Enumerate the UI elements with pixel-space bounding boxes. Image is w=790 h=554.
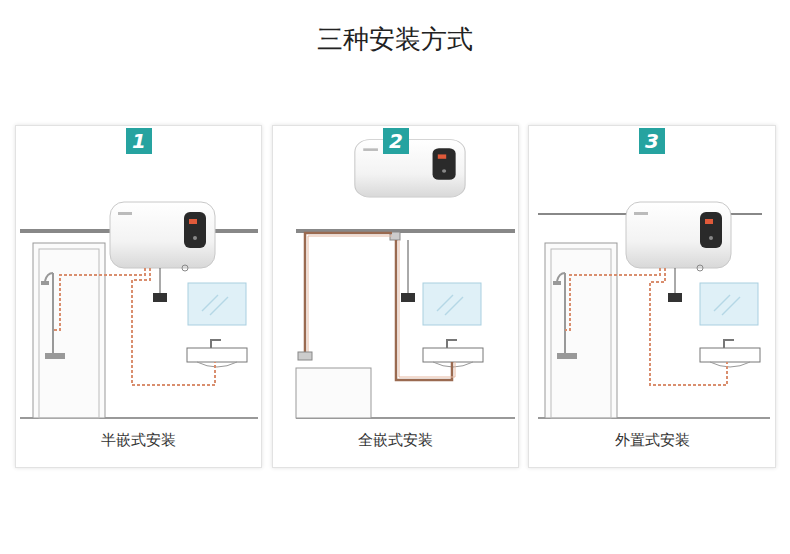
badge-number: 2 xyxy=(389,129,403,153)
page-title: 三种安装方式 xyxy=(0,22,790,57)
badge-number: 3 xyxy=(645,129,659,153)
panel-caption: 全嵌式安装 xyxy=(273,431,518,450)
callout-number: 2 xyxy=(383,128,409,154)
install-panel: 外置式安装 3 xyxy=(528,125,776,468)
badge-number: 1 xyxy=(132,129,146,153)
callout-number: 3 xyxy=(639,128,665,154)
install-panel: 半嵌式安装 1 xyxy=(15,125,262,468)
panel-caption: 外置式安装 xyxy=(529,431,775,450)
install-panel: 全嵌式安装 2 xyxy=(272,125,519,468)
panel-caption: 半嵌式安装 xyxy=(16,431,261,450)
callout-number: 1 xyxy=(126,128,152,154)
